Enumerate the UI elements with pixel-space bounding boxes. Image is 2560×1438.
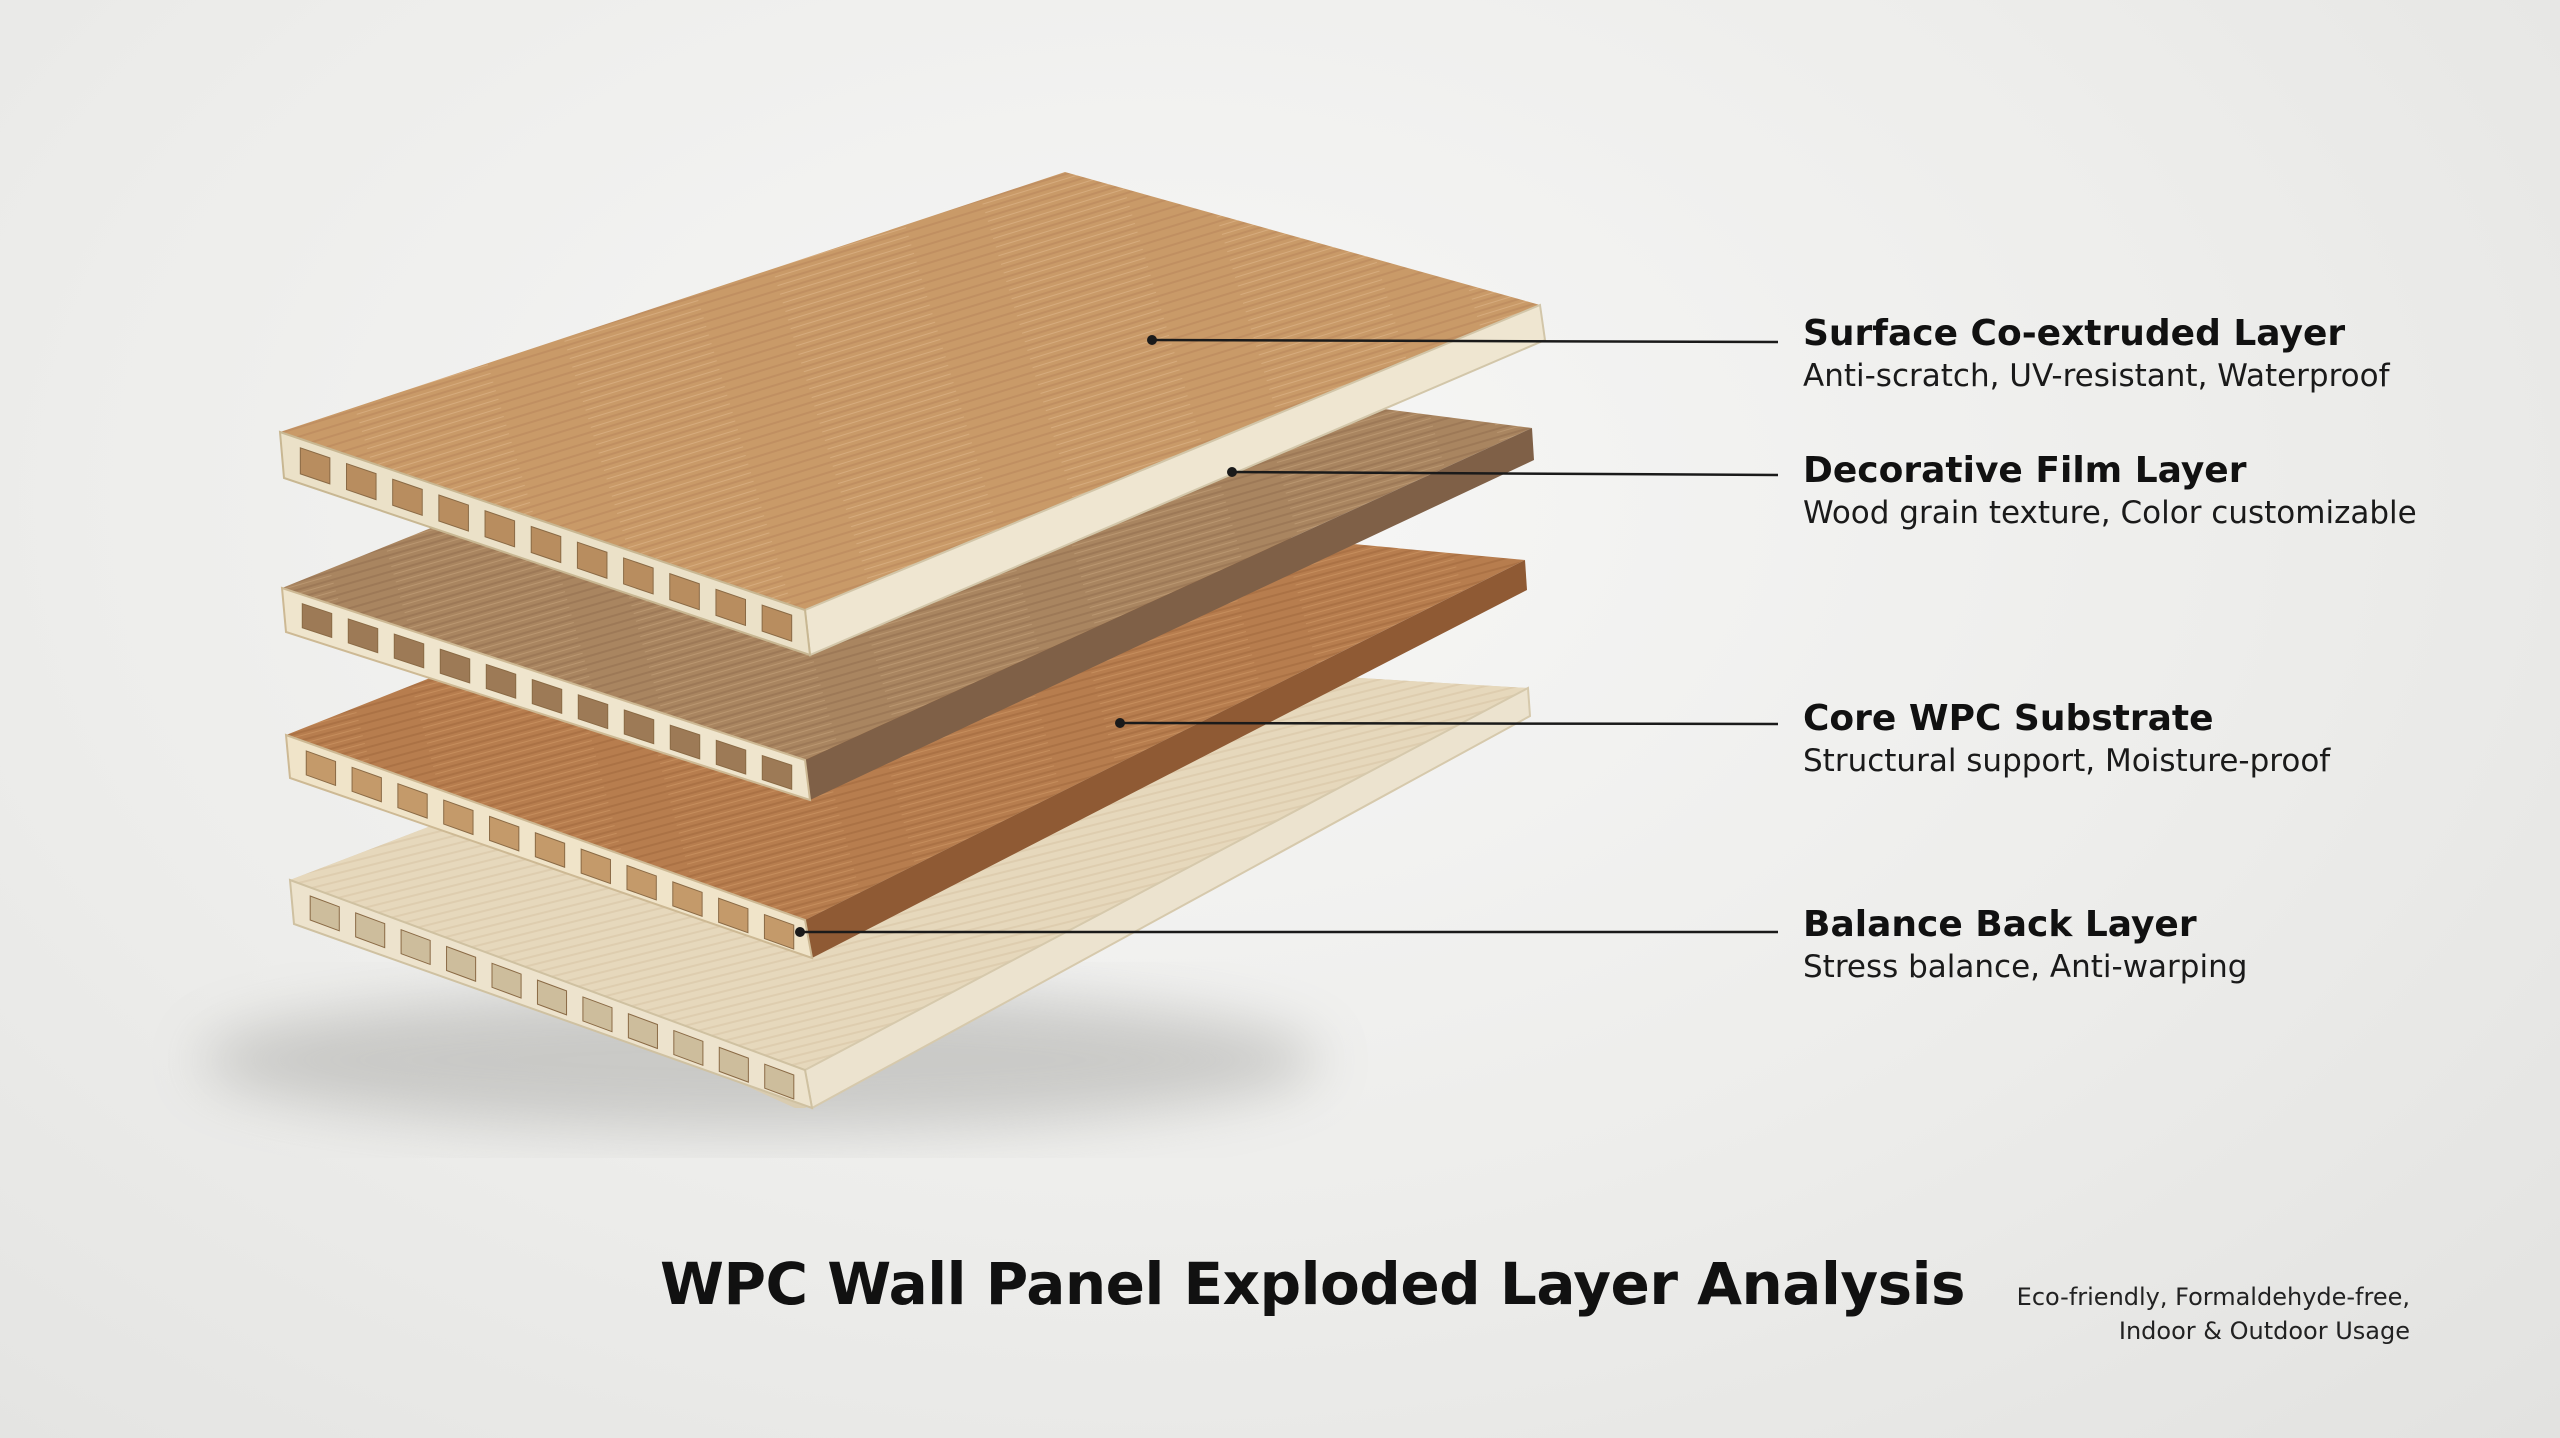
callout-description: Anti-scratch, UV-resistant, Waterproof (1803, 358, 2390, 394)
chamber-cell (443, 799, 474, 836)
leader-dot-core (1115, 718, 1125, 728)
chamber-cell (351, 766, 382, 803)
chamber-cell (305, 750, 337, 787)
chamber-cell (715, 739, 747, 775)
leader-line-surface (1151, 338, 1779, 344)
chamber-cell (299, 447, 331, 485)
callout-back-layer: Balance Back Layer Stress balance, Anti-… (1803, 903, 2523, 987)
chamber-cell (672, 881, 703, 918)
chamber-cell (484, 510, 516, 548)
footnote-line-1: Eco-friendly, Formaldehyde-free, (2016, 1283, 2410, 1311)
chamber-cell (577, 694, 609, 730)
callout-core-layer: Core WPC Substrate Structural support, M… (1803, 697, 2523, 781)
chamber-profiles (299, 447, 795, 1100)
chamber-cell (530, 525, 562, 564)
chamber-cell (764, 1063, 795, 1100)
chamber-cell (438, 494, 469, 532)
footnote-line-2: Indoor & Outdoor Usage (2118, 1317, 2410, 1345)
leader-line-core (1119, 721, 1779, 726)
chamber-cell (397, 782, 428, 819)
chamber-cell (309, 895, 340, 932)
chamber-cell (531, 678, 563, 715)
chamber-cell (626, 864, 657, 901)
chamber-cell (673, 1029, 704, 1067)
leader-lines (795, 335, 1779, 937)
callout-surface-layer: Surface Co-extruded Layer Anti-scratch, … (1803, 312, 2523, 396)
callout-description: Wood grain texture, Color customizable (1803, 495, 2417, 531)
leader-dot-back (795, 927, 805, 937)
chamber-cell (534, 832, 566, 868)
callout-description: Structural support, Moisture-proof (1803, 743, 2331, 779)
chamber-cell (446, 945, 477, 982)
callout-title: Balance Back Layer (1803, 904, 2197, 945)
chamber-cell (580, 848, 611, 885)
chamber-cell (623, 557, 654, 595)
chamber-cell (347, 618, 379, 654)
chamber-cell (763, 913, 795, 950)
chamber-cell (301, 603, 333, 639)
chamber-cell (761, 754, 793, 790)
chamber-cell (489, 815, 520, 852)
footnote: Eco-friendly, Formaldehyde-free, Indoor … (2017, 1280, 2410, 1348)
chamber-cell (485, 663, 517, 699)
leader-dot-surface (1147, 335, 1157, 345)
callout-title: Decorative Film Layer (1803, 450, 2247, 491)
chamber-cell (345, 462, 377, 501)
chamber-cell (355, 912, 386, 949)
chamber-cell (715, 588, 747, 627)
callout-description: Stress balance, Anti-warping (1803, 949, 2248, 985)
leader-line-film (1231, 470, 1779, 477)
chamber-cell (576, 541, 608, 579)
chamber-cell (536, 979, 568, 1016)
chamber-cell (392, 478, 423, 517)
chamber-cell (669, 724, 701, 760)
chamber-cell (491, 962, 522, 999)
chamber-cell (623, 709, 655, 745)
chamber-cell (400, 928, 431, 966)
leader-dot-film (1227, 467, 1237, 477)
chamber-cell (627, 1013, 658, 1050)
callout-title: Surface Co-extruded Layer (1803, 313, 2346, 354)
chamber-cell (718, 897, 749, 934)
chamber-cell (669, 572, 700, 611)
chamber-cell (718, 1046, 749, 1083)
chamber-cell (393, 633, 425, 669)
callout-title: Core WPC Substrate (1803, 698, 2214, 739)
callout-film-layer: Decorative Film Layer Wood grain texture… (1803, 449, 2523, 533)
page-title: WPC Wall Panel Exploded Layer Analysis (660, 1250, 1966, 1318)
chamber-cell (761, 604, 793, 642)
chamber-cell (582, 996, 613, 1033)
chamber-cell (439, 648, 471, 684)
